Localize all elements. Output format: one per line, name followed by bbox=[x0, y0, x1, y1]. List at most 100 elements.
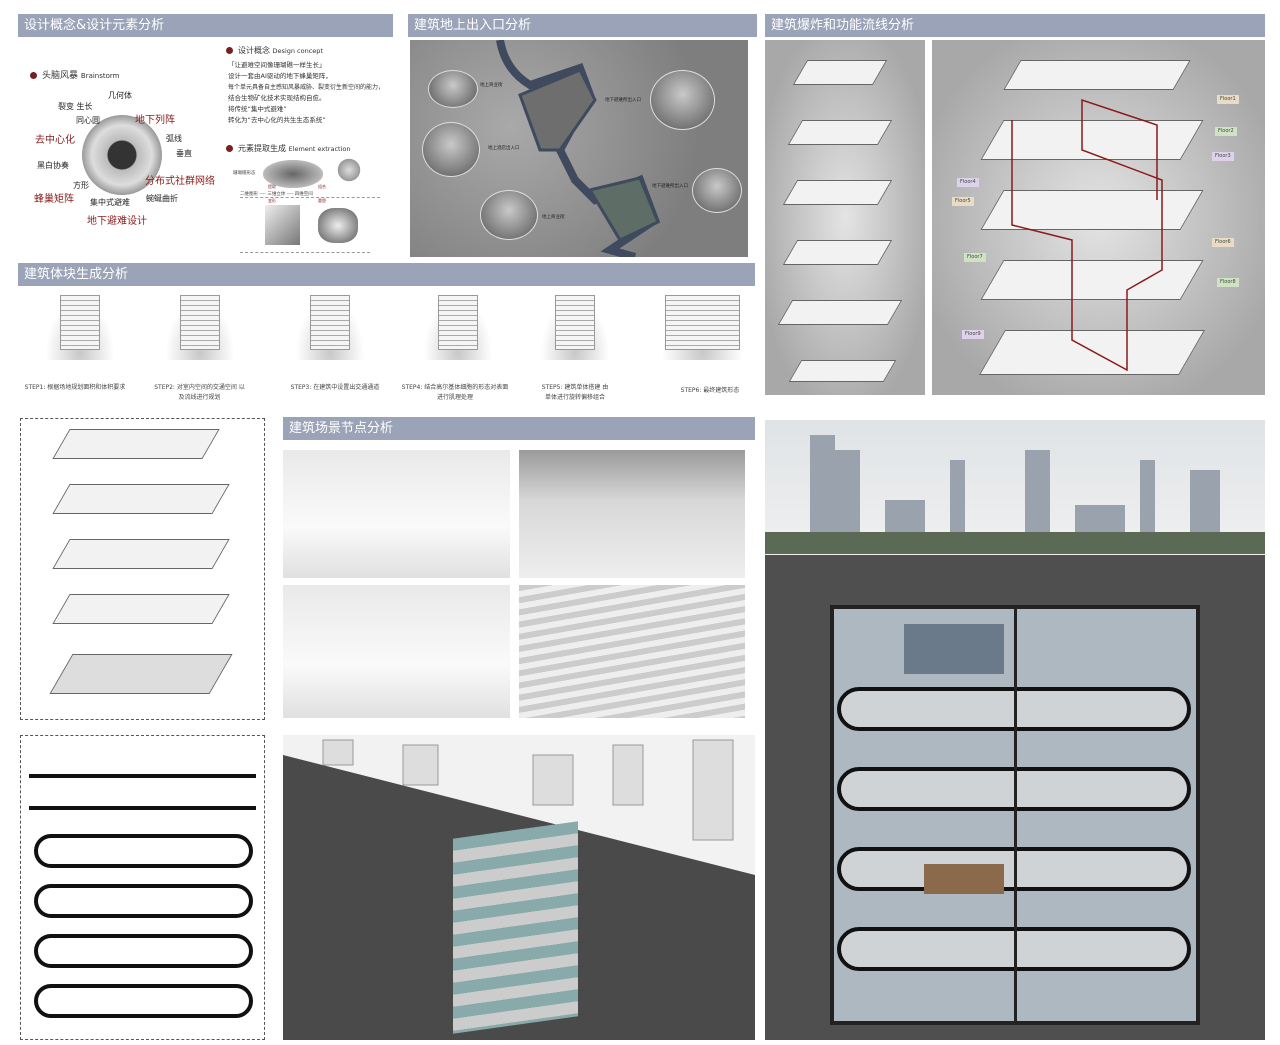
section-header-entrance: 建筑地上出入口分析 bbox=[408, 14, 757, 37]
floor-slab bbox=[52, 539, 230, 569]
map-label: 地下避难所出入口 bbox=[605, 98, 641, 103]
floor-slab bbox=[787, 120, 893, 145]
word-highlight: 蜂巢矩阵 bbox=[34, 194, 74, 205]
exploded-view-left bbox=[765, 40, 925, 395]
map-label: 地上商业街 bbox=[480, 83, 503, 88]
step3-render bbox=[290, 290, 370, 360]
floor-tag: Floor2 bbox=[1215, 127, 1237, 136]
mass bbox=[310, 295, 350, 350]
scene-render-4 bbox=[519, 585, 745, 718]
bullet-icon bbox=[226, 145, 233, 152]
element-flow: 二维图形 ---- 三维立体 ---- 四维空间 bbox=[240, 191, 380, 198]
map-label: 地上商业街 bbox=[542, 215, 565, 220]
scene-render-2 bbox=[519, 450, 745, 578]
floor-tag: Floor9 bbox=[962, 330, 984, 339]
mass bbox=[180, 295, 220, 350]
section-header-massing: 建筑体块生成分析 bbox=[18, 263, 755, 286]
brainstorm-title: 头脑风暴 Brainstorm bbox=[30, 68, 120, 81]
circulation-lines bbox=[1011, 98, 1163, 372]
floor-tag: Floor8 bbox=[1217, 278, 1239, 287]
exploded-axon-box bbox=[20, 418, 265, 720]
bullet-icon bbox=[226, 47, 233, 54]
word: 弧线 bbox=[166, 134, 182, 143]
step6-render bbox=[655, 290, 750, 360]
step2-label: STEP2: 对室内空间的交通空间 以及流线进行规划 bbox=[154, 384, 245, 401]
step4-label: STEP4: 结合高尔基体细胞的形态对表面 进行肌理处理 bbox=[401, 384, 509, 401]
map-label: 地上酒店出入口 bbox=[488, 146, 520, 151]
section-header-concept: 设计概念&设计元素分析 bbox=[18, 14, 393, 37]
word-highlight: 地下避难设计 bbox=[87, 216, 147, 227]
city-surface bbox=[283, 735, 755, 875]
floor-slab bbox=[792, 60, 888, 85]
concept-line: 每个单元具备自主感知风暴威胁、裂变衍生新空间的能力， bbox=[228, 84, 385, 91]
element-3d-image bbox=[318, 208, 358, 243]
mass bbox=[60, 295, 100, 350]
site-map: 地上商业街 地下避难所出入口 地上酒店出入口 地下避难所出入口 地上商业街 bbox=[410, 40, 748, 257]
floor-slab bbox=[777, 300, 903, 325]
route-path bbox=[496, 40, 660, 257]
floor-slab bbox=[49, 654, 233, 694]
floor-tag: Floor4 bbox=[957, 178, 979, 187]
floor-tag: Floor3 bbox=[1212, 152, 1234, 161]
word-highlight: 去中心化 bbox=[35, 135, 75, 146]
element-label: 珊瑚礁形态 bbox=[233, 171, 256, 176]
map-label: 地下避难所出入口 bbox=[652, 184, 688, 189]
brainstorm-wheel bbox=[82, 115, 162, 195]
underground-section-render bbox=[283, 735, 755, 1040]
floor-tag: Floor1 bbox=[1217, 95, 1239, 104]
step1-label: STEP1: 根据场地规划面积和体积要求 bbox=[24, 384, 126, 391]
concept-line: 转化为“去中心化的共生生态系统” bbox=[228, 116, 326, 124]
step1-render bbox=[40, 290, 120, 360]
word: 裂变 生长 bbox=[58, 102, 93, 111]
skyline bbox=[765, 435, 1265, 554]
scene-render-3 bbox=[283, 585, 510, 718]
word: 方形 bbox=[73, 181, 89, 190]
section-drawing-box bbox=[20, 735, 265, 1040]
section-lines bbox=[29, 774, 256, 1018]
shelter-cutaway bbox=[453, 821, 578, 1034]
photo-circle bbox=[428, 70, 478, 108]
photo-circle bbox=[480, 190, 538, 240]
floor-slab bbox=[788, 360, 897, 382]
word: 几何体 bbox=[108, 91, 132, 100]
floor-tag: Floor5 bbox=[952, 197, 974, 206]
element-title: 元素提取生成 Element extraction bbox=[226, 143, 350, 154]
concept-line: 结合生物矿化技术实现结构自愈。 bbox=[228, 94, 326, 102]
word-highlight: 分布式社群网络 bbox=[145, 176, 215, 187]
photo-circle bbox=[692, 168, 742, 213]
coral-image bbox=[336, 157, 362, 183]
floor-slab bbox=[52, 594, 230, 624]
section-header-scene: 建筑场景节点分析 bbox=[283, 417, 755, 440]
word: 蜿蜒曲折 bbox=[146, 194, 178, 203]
word: 集中式避难 bbox=[90, 198, 130, 207]
scene-render-1 bbox=[283, 450, 510, 578]
concept-line: 将传统“集中式避难” bbox=[228, 105, 287, 113]
shelter-section bbox=[830, 605, 1200, 1025]
floor-tag: Floor7 bbox=[964, 253, 986, 262]
floor-tag: Floor6 bbox=[1212, 238, 1234, 247]
divider bbox=[240, 252, 370, 253]
perspective-section-render bbox=[765, 420, 1265, 1040]
element-2d-image bbox=[265, 205, 300, 245]
photo-circle bbox=[422, 122, 480, 177]
mass bbox=[555, 295, 595, 350]
word-highlight: 地下列阵 bbox=[135, 115, 175, 126]
concept-line: 设计一套由AI驱动的地下蜂巢矩阵， bbox=[228, 72, 332, 80]
word: 同心圆 bbox=[76, 116, 100, 125]
concept-title: 设计概念 Design concept bbox=[226, 45, 323, 56]
step5-label: STEP5: 建筑单体搭建 由单体进行旋转偏移组合 bbox=[541, 384, 609, 401]
floor-slab bbox=[782, 180, 893, 205]
step2-render bbox=[160, 290, 240, 360]
section-header-exploded: 建筑爆炸和功能流线分析 bbox=[765, 14, 1265, 37]
mass bbox=[665, 295, 740, 350]
element-label: 变形 bbox=[268, 198, 276, 203]
word: 黑白协奏 bbox=[37, 161, 69, 170]
exploded-view-flow: Floor1 Floor2 Floor3 Floor4 Floor5 Floor… bbox=[932, 40, 1265, 395]
word: 垂直 bbox=[176, 149, 192, 158]
floor-slab bbox=[782, 240, 893, 265]
concept-text: 「让避难空间像珊瑚礁一样生长」 设计一套由AI驱动的地下蜂巢矩阵， 每个单元具备… bbox=[228, 60, 398, 126]
coral-image bbox=[263, 160, 323, 188]
step3-label: STEP3: 在建筑中设置出交通通道 bbox=[290, 384, 380, 391]
element-label: 重塑 bbox=[318, 198, 326, 203]
step6-label: STEP6: 最终建筑形态 bbox=[680, 387, 740, 394]
